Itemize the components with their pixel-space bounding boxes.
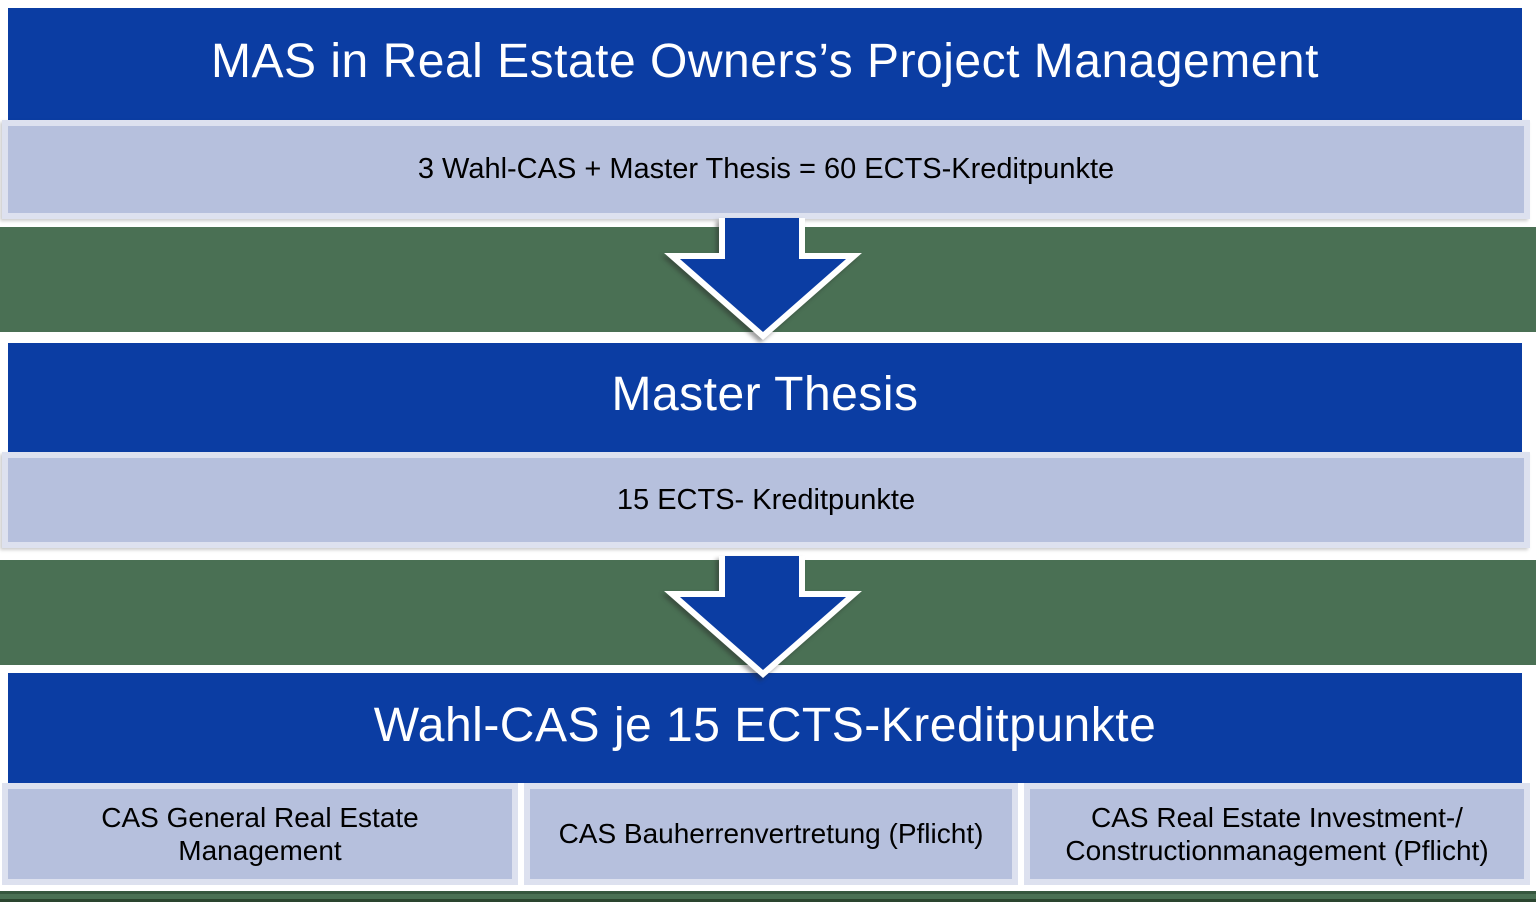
cas-option-label: CAS General Real Estate Management xyxy=(101,801,419,866)
down-arrow-icon xyxy=(664,218,862,340)
section-master-thesis: Master Thesis 15 ECTS- Kreditpunkte xyxy=(0,332,1536,560)
cas-option-label: CAS Bauherrenvertretung (Pflicht) xyxy=(558,818,984,850)
bottom-edge-line xyxy=(0,891,1536,894)
mas-subtitle-bar: 3 Wahl-CAS + Master Thesis = 60 ECTS-Kre… xyxy=(2,120,1530,219)
bottom-edge-line xyxy=(0,899,1536,902)
down-arrow-icon xyxy=(664,556,862,678)
page-title: MAS in Real Estate Owners’s Project Mana… xyxy=(211,34,1319,88)
master-thesis-subtitle-bar: 15 ECTS- Kreditpunkte xyxy=(2,452,1530,548)
cas-option-investment-construction: CAS Real Estate Investment-/ Constructio… xyxy=(1024,783,1530,885)
section-wahl-cas: Wahl-CAS je 15 ECTS-Kreditpunkte CAS Gen… xyxy=(0,665,1536,893)
mas-title-banner: MAS in Real Estate Owners’s Project Mana… xyxy=(8,8,1522,120)
wahl-cas-banner: Wahl-CAS je 15 ECTS-Kreditpunkte xyxy=(8,673,1522,783)
master-thesis-subtitle-text: 15 ECTS- Kreditpunkte xyxy=(616,483,916,516)
master-thesis-banner: Master Thesis xyxy=(8,343,1522,452)
cas-option-general-real-estate: CAS General Real Estate Management xyxy=(2,783,518,885)
wahl-cas-title: Wahl-CAS je 15 ECTS-Kreditpunkte xyxy=(373,698,1157,752)
mas-subtitle-text: 3 Wahl-CAS + Master Thesis = 60 ECTS-Kre… xyxy=(417,153,1115,185)
cas-option-bauherrenvertretung: CAS Bauherrenvertretung (Pflicht) xyxy=(524,783,1018,885)
master-thesis-title: Master Thesis xyxy=(611,368,919,421)
cas-option-label: CAS Real Estate Investment-/ Constructio… xyxy=(1065,801,1489,866)
section-mas-title: MAS in Real Estate Owners’s Project Mana… xyxy=(0,0,1536,227)
